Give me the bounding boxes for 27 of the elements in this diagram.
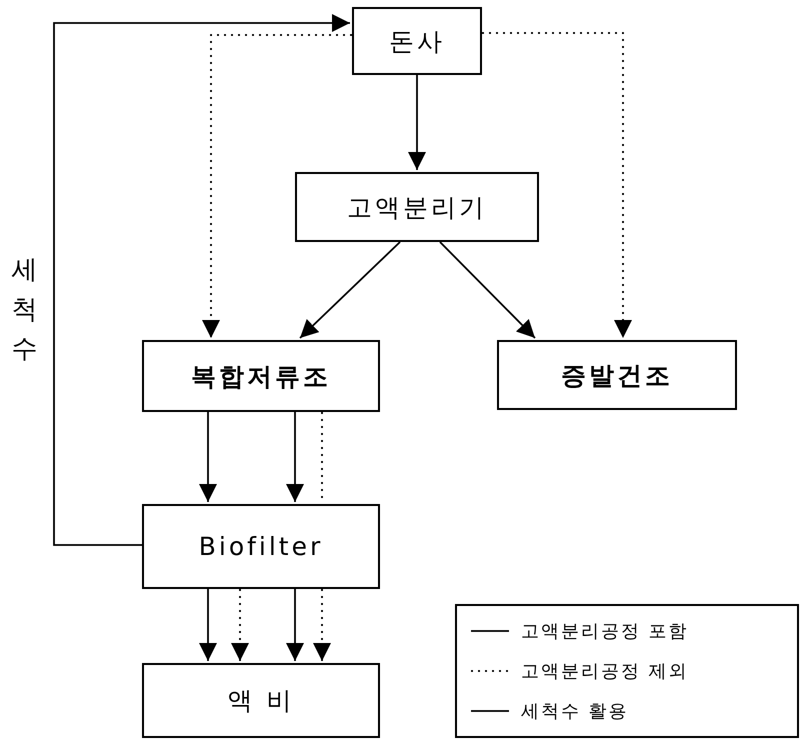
legend-text: 세척수 활용 — [521, 700, 629, 723]
box-label: Biofilter — [198, 532, 324, 561]
arrow — [202, 34, 352, 338]
arrow — [286, 412, 304, 502]
process-box — [142, 504, 380, 589]
process-box — [295, 172, 539, 242]
arrow — [286, 589, 304, 661]
process-box — [142, 663, 380, 738]
arrow — [199, 589, 217, 661]
box-label: 돈사 — [389, 26, 445, 58]
legend-text: 고액분리공정 제외 — [521, 660, 689, 683]
arrow — [439, 241, 536, 339]
arrow — [199, 412, 217, 502]
arrow — [408, 75, 426, 170]
process-box — [352, 7, 482, 75]
arrow — [313, 589, 331, 661]
legend-text: 고액분리공정 포함 — [521, 620, 689, 643]
arrow — [482, 32, 632, 338]
arrow — [299, 241, 401, 339]
arrow — [53, 14, 350, 546]
box-label: 증발건조 — [561, 360, 673, 392]
process-box — [142, 340, 380, 412]
process-box — [497, 340, 737, 410]
arrow — [231, 589, 249, 661]
box-label: 고액분리기 — [347, 192, 487, 224]
box-label: 액 비 — [228, 685, 294, 717]
box-label: 복합저류조 — [191, 360, 331, 392]
